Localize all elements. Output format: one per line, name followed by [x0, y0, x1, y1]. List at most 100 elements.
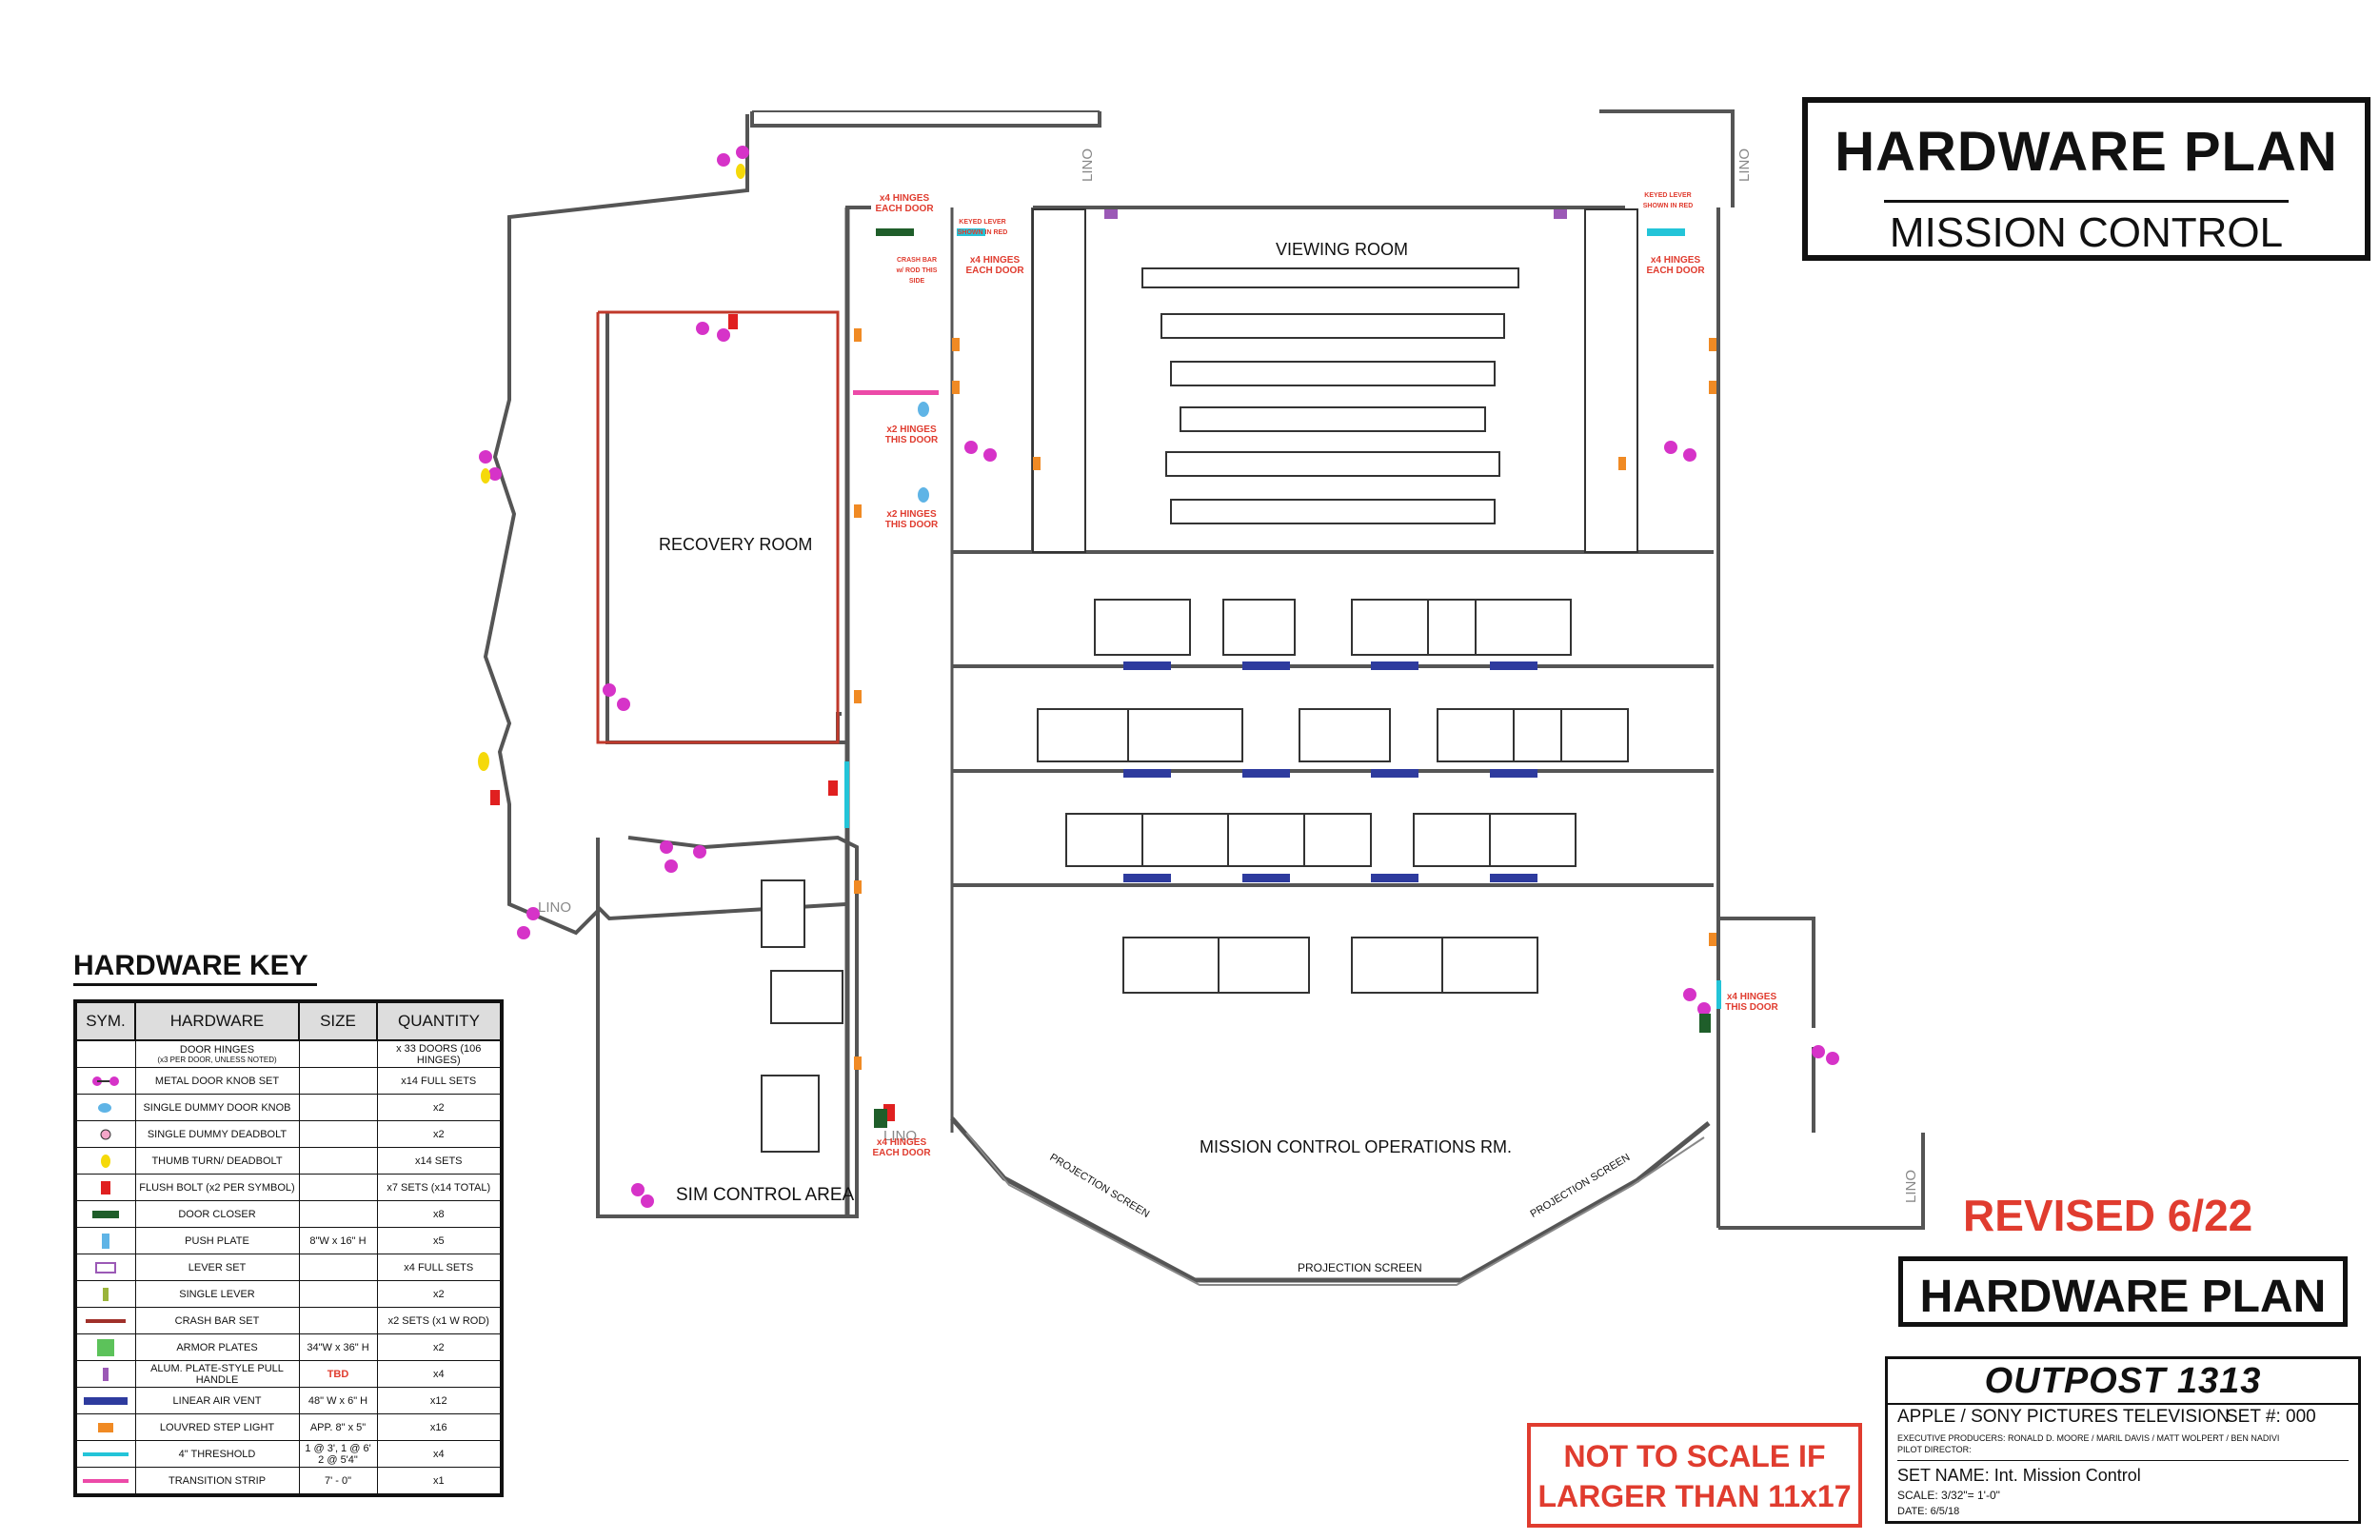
hinge-icon — [74, 1039, 136, 1068]
secondary-title-text: HARDWARE PLAN — [1919, 1272, 2327, 1322]
key-row: DOOR CLOSER x8 — [74, 1200, 503, 1228]
title-block: OUTPOST 1313 APPLE / SONY PICTURES TELEV… — [1885, 1356, 2361, 1524]
key-hardware: LEVER SET — [134, 1254, 300, 1281]
key-size — [298, 1147, 378, 1175]
hinges-this-door-2: x2 HINGES THIS DOOR — [884, 509, 939, 530]
projection-screen-label: PROJECTION SCREEN — [1298, 1261, 1422, 1274]
key-quantity: x14 FULL SETS — [376, 1067, 503, 1095]
hardware-key-title: HARDWARE KEY — [73, 950, 308, 981]
hinges-note-1: x4 HINGES EACH DOOR — [875, 193, 934, 214]
door-closer-icon — [74, 1200, 136, 1228]
armor-plate-icon — [74, 1333, 136, 1361]
key-hardware: METAL DOOR KNOB SET — [134, 1067, 300, 1095]
key-size — [298, 1254, 378, 1281]
key-hardware: DOOR CLOSER — [134, 1200, 300, 1228]
key-row: LEVER SET x4 FULL SETS — [74, 1254, 503, 1281]
key-hardware: THUMB TURN/ DEADBOLT — [134, 1147, 300, 1175]
key-size: 48" W x 6" H — [298, 1387, 378, 1414]
single-lever-icon — [74, 1280, 136, 1308]
key-hardware: PUSH PLATE — [134, 1227, 300, 1254]
key-size: 1 @ 3', 1 @ 6' 2 @ 5'4" — [298, 1440, 378, 1468]
hinges-this-door-3: x4 HINGES THIS DOOR — [1725, 992, 1778, 1013]
key-hardware: SINGLE DUMMY DOOR KNOB — [134, 1094, 300, 1121]
key-hardware: TRANSITION STRIP — [134, 1467, 300, 1496]
key-quantity: x2 — [376, 1094, 503, 1121]
lino-label-3: LINO — [1080, 148, 1097, 183]
key-quantity: x1 — [376, 1467, 503, 1496]
key-quantity: x7 SETS (x14 TOTAL) — [376, 1174, 503, 1201]
studio: APPLE / SONY PICTURES TELEVISION — [1897, 1407, 2230, 1427]
key-row: FLUSH BOLT (x2 PER SYMBOL) x7 SETS (x14 T… — [74, 1174, 503, 1201]
step-light-icon — [74, 1413, 136, 1441]
key-size: 7' - 0" — [298, 1467, 378, 1496]
air-vent-icon — [74, 1387, 136, 1414]
key-size: 8"W x 16" H — [298, 1227, 378, 1254]
key-quantity: x16 — [376, 1413, 503, 1441]
title-sub: MISSION CONTROL — [1889, 209, 2284, 256]
key-size: APP. 8" x 5" — [298, 1413, 378, 1441]
col-hardware: HARDWARE — [134, 1000, 300, 1041]
transition-strip-icon — [74, 1467, 136, 1496]
pull-handle-icon — [74, 1360, 136, 1388]
hinges-note-2: x4 HINGES EACH DOOR — [965, 255, 1024, 276]
key-size — [298, 1094, 378, 1121]
key-quantity: x8 — [376, 1200, 503, 1228]
set-number: SET #: 000 — [2226, 1407, 2316, 1427]
hinges-this-door-1: x2 HINGES THIS DOOR — [884, 424, 939, 445]
revised-stamp: REVISED 6/22 — [1963, 1191, 2253, 1240]
operations-label: MISSION CONTROL OPERATIONS RM. — [1200, 1137, 1513, 1156]
key-size — [298, 1307, 378, 1334]
key-row: METAL DOOR KNOB SET x14 FULL SETS — [74, 1067, 503, 1095]
col-size: SIZE — [298, 1000, 378, 1041]
viewing-room-label: VIEWING ROOM — [1276, 240, 1408, 259]
set-name: SET NAME: Int. Mission Control — [1897, 1466, 2141, 1485]
key-quantity: x4 — [376, 1440, 503, 1468]
step-lights — [854, 328, 1716, 1070]
special-strips — [844, 390, 1721, 1009]
projection-screen-line — [965, 1132, 1705, 1286]
key-row: CRASH BAR SET x2 SETS (x1 W ROD) — [74, 1307, 503, 1334]
col-sym: SYM. — [74, 1000, 136, 1041]
crash-bar-note: CRASH BAR w/ ROD THIS SIDE — [896, 257, 938, 285]
threshold-icon — [74, 1440, 136, 1468]
key-size — [298, 1039, 378, 1068]
key-hardware: 4" THRESHOLD — [134, 1440, 300, 1468]
key-size — [298, 1280, 378, 1308]
key-quantity: x4 FULL SETS — [376, 1254, 503, 1281]
key-hardware: SINGLE DUMMY DEADBOLT — [134, 1120, 300, 1148]
col-quantity: QUANTITY — [376, 1000, 503, 1041]
air-vents — [1123, 661, 1537, 882]
keyed-lever-note-2: KEYED LEVER SHOWN IN RED — [1642, 192, 1694, 209]
knob-set-icon — [74, 1067, 136, 1095]
door-hardware-symbols — [478, 146, 1839, 1208]
not-to-scale-text: NOT TO SCALE IF LARGER THAN 11x17 — [1537, 1439, 1852, 1513]
key-hardware: CRASH BAR SET — [134, 1307, 300, 1334]
title-main: HARDWARE PLAN — [1835, 121, 2338, 183]
hinges-note-4: x4 HINGES EACH DOOR — [872, 1137, 931, 1158]
flush-bolt-icon — [74, 1174, 136, 1201]
crash-bar-icon — [74, 1307, 136, 1334]
key-quantity: x2 — [376, 1333, 503, 1361]
key-quantity: x2 SETS (x1 W ROD) — [376, 1307, 503, 1334]
keyed-lever-note-1: KEYED LEVER SHOWN IN RED — [957, 219, 1008, 236]
not-to-scale-note: NOT TO SCALE IF LARGER THAN 11x17 — [1527, 1423, 1862, 1528]
executive-producers: EXECUTIVE PRODUCERS: RONALD D. MOORE / M… — [1897, 1433, 2280, 1443]
key-hardware: FLUSH BOLT (x2 PER SYMBOL) — [134, 1174, 300, 1201]
key-quantity: x4 — [376, 1360, 503, 1388]
lino-label-4: LINO — [1736, 148, 1754, 183]
key-row: DOOR HINGES(x3 PER DOOR, UNLESS NOTED)x … — [74, 1039, 503, 1068]
key-hardware: ALUM. PLATE-STYLE PULL HANDLE — [134, 1360, 300, 1388]
show-name: OUTPOST 1313 — [1984, 1361, 2262, 1401]
key-size — [298, 1067, 378, 1095]
recovery-room-walls — [596, 310, 840, 744]
key-size: 34"W x 36" H — [298, 1333, 378, 1361]
